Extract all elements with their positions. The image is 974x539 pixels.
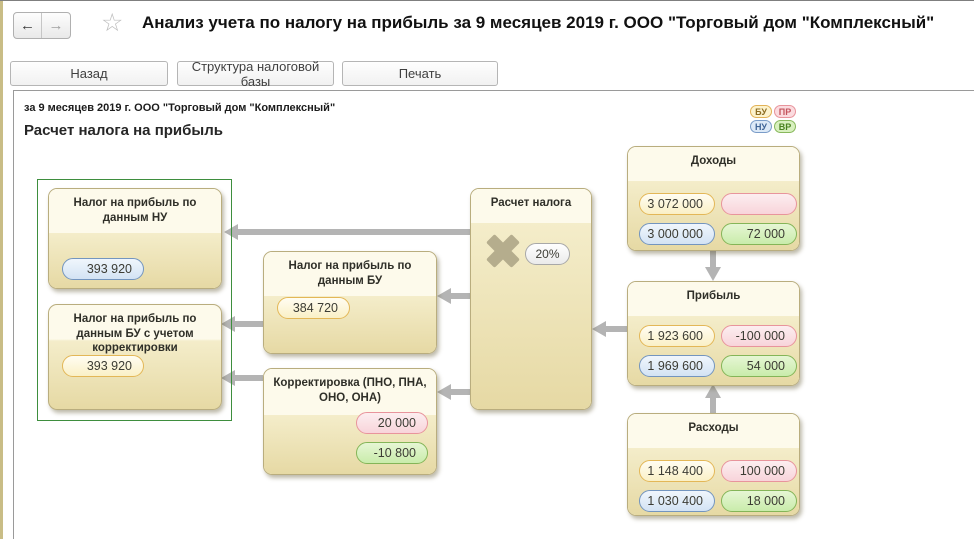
result-highlight-frame	[37, 179, 232, 421]
arrow-income-to-profit	[710, 251, 716, 268]
back-button[interactable]: Назад	[10, 61, 168, 86]
legend-badge-pr: ПР	[774, 105, 796, 118]
value-pill-vr[interactable]: 54 000	[721, 355, 797, 377]
forward-arrow-icon[interactable]: →	[48, 17, 64, 34]
report-subtitle: за 9 месяцев 2019 г. ООО "Торговый дом "…	[24, 102, 336, 114]
multiply-icon	[485, 233, 521, 269]
block-tax-by-nu: Налог на прибыль по данным НУ 393 920	[48, 188, 222, 289]
print-button[interactable]: Печать	[342, 61, 498, 86]
value-pill-bu[interactable]: 384 720	[277, 297, 350, 319]
block-title: Расходы	[628, 414, 799, 448]
block-income: Доходы 3 072 000 3 000 000 72 000	[627, 146, 800, 251]
value-pill-nu[interactable]: 393 920	[62, 258, 144, 280]
block-title: Налог на прибыль по данным БУ	[264, 252, 436, 296]
arrow-taxbu-to-taxbuc	[234, 321, 263, 327]
arrow-calc-to-taxbu-head	[437, 288, 451, 304]
value-pill-pr[interactable]	[721, 193, 797, 215]
value-pill-bu[interactable]: 3 072 000	[639, 193, 715, 215]
nav-history-group: ← →	[13, 12, 71, 39]
value-pill-pr[interactable]: 100 000	[721, 460, 797, 482]
block-title: Расчет налога	[471, 189, 591, 223]
window-edge-strip	[0, 1, 3, 539]
value-pill-bu[interactable]: 1 923 600	[639, 325, 715, 347]
legend-badge-vr: ВР	[774, 120, 796, 133]
value-pill-vr[interactable]: 72 000	[721, 223, 797, 245]
value-pill-pr[interactable]: 20 000	[356, 412, 428, 434]
arrow-calc-to-correction	[450, 389, 470, 395]
value-pill-nu[interactable]: 3 000 000	[639, 223, 715, 245]
value-pill-nu[interactable]: 1 030 400	[639, 490, 715, 512]
back-arrow-icon[interactable]: ←	[14, 13, 42, 38]
block-title: Прибыль	[628, 282, 799, 316]
block-expenses: Расходы 1 148 400 100 000 1 030 400 18 0…	[627, 413, 800, 516]
block-correction: Корректировка (ПНО, ПНА, ОНО, ОНА) 20 00…	[263, 368, 437, 475]
value-pill-bu[interactable]: 393 920	[62, 355, 144, 377]
block-tax-by-bu-corrected: Налог на прибыль по данным БУ с учетом к…	[48, 304, 222, 410]
arrow-profit-to-calc	[605, 326, 627, 332]
value-pill-pr[interactable]: -100 000	[721, 325, 797, 347]
legend-badge-nu: НУ	[750, 120, 772, 133]
tax-rate-pill[interactable]: 20%	[525, 243, 570, 265]
value-pill-vr[interactable]: -10 800	[356, 442, 428, 464]
arrow-calc-to-taxnu	[237, 229, 470, 235]
page-title: Анализ учета по налогу на прибыль за 9 м…	[142, 13, 935, 32]
block-title: Корректировка (ПНО, ПНА, ОНО, ОНА)	[264, 369, 436, 415]
tax-base-structure-button[interactable]: Структура налоговой базы	[177, 59, 334, 89]
arrow-calc-to-correction-head	[437, 384, 451, 400]
block-tax-by-bu: Налог на прибыль по данным БУ 384 720	[263, 251, 437, 354]
arrow-correction-to-taxbuc	[234, 375, 263, 381]
block-title: Налог на прибыль по данным БУ с учетом к…	[73, 313, 197, 355]
favorite-star-icon[interactable]: ☆	[101, 9, 124, 37]
value-pill-bu[interactable]: 1 148 400	[639, 460, 715, 482]
block-title: Налог на прибыль по данным НУ	[49, 189, 221, 233]
arrow-profit-to-calc-head	[592, 321, 606, 337]
legend-badge-bu: БУ	[750, 105, 772, 118]
arrow-calc-to-taxbu	[450, 293, 470, 299]
block-tax-calculation: Расчет налога 20%	[470, 188, 592, 410]
block-profit: Прибыль 1 923 600 -100 000 1 969 600 54 …	[627, 281, 800, 386]
arrow-income-to-profit-head	[705, 267, 721, 281]
arrow-expenses-to-profit	[710, 398, 716, 414]
value-pill-nu[interactable]: 1 969 600	[639, 355, 715, 377]
arrow-expenses-to-profit-head	[705, 384, 721, 398]
value-pill-vr[interactable]: 18 000	[721, 490, 797, 512]
section-title: Расчет налога на прибыль	[24, 122, 223, 139]
block-title: Доходы	[628, 147, 799, 181]
